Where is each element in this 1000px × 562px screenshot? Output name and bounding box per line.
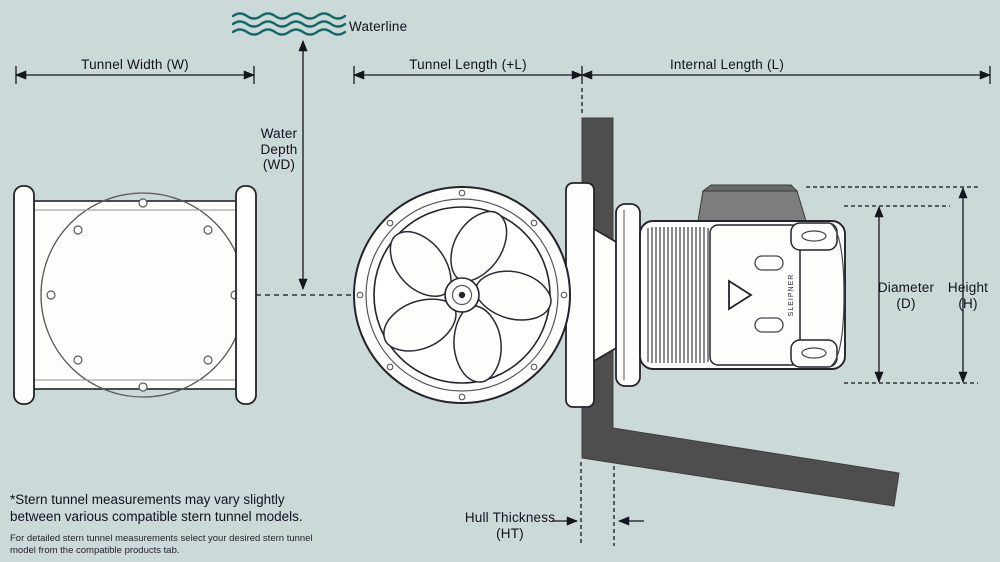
motor-mounting-flange <box>615 203 641 387</box>
footnote-primary: *Stern tunnel measurements may vary slig… <box>10 492 303 524</box>
motor-top-box-top <box>701 184 799 192</box>
gearbox-cone <box>593 227 619 363</box>
housing-slot-bottom <box>754 317 784 333</box>
hull-thickness-label: Hull Thickness (HT) <box>464 510 556 541</box>
motor-top-box-front <box>697 190 807 222</box>
hull-cross-section <box>581 117 900 507</box>
dimension-lines <box>14 39 992 546</box>
motor-cooling-fins <box>647 227 709 363</box>
propeller <box>383 210 552 383</box>
height-label: Height (H) <box>947 280 989 311</box>
motor-end-cap-line <box>829 222 845 368</box>
stern-tunnel-side-view <box>13 185 257 405</box>
tunnel-bolt-holes <box>46 198 240 392</box>
waterline-label: Waterline <box>349 19 408 34</box>
tunnel-end-flange-right <box>235 185 257 405</box>
diameter-label: Diameter (D) <box>877 280 935 311</box>
thruster-front-view <box>353 182 619 408</box>
tunnel-width-label: Tunnel Width (W) <box>81 57 189 72</box>
housing-slot-top <box>754 255 784 271</box>
tunnel-end-flange-left <box>13 185 35 405</box>
warning-triangle-icon <box>728 279 753 311</box>
tunnel-length-label: Tunnel Length (+L) <box>409 57 527 72</box>
ring-bolt-marks <box>356 189 568 401</box>
waterline-icon <box>231 12 347 36</box>
brand-text: SLEIPNER <box>788 274 795 317</box>
water-depth-label: Water Depth (WD) <box>260 126 298 172</box>
footnote-secondary: For detailed stern tunnel measurements s… <box>10 533 313 556</box>
motor-unit: SLEIPNER <box>615 184 846 387</box>
internal-length-label: Internal Length (L) <box>669 57 785 72</box>
motor-center-housing <box>709 224 801 366</box>
